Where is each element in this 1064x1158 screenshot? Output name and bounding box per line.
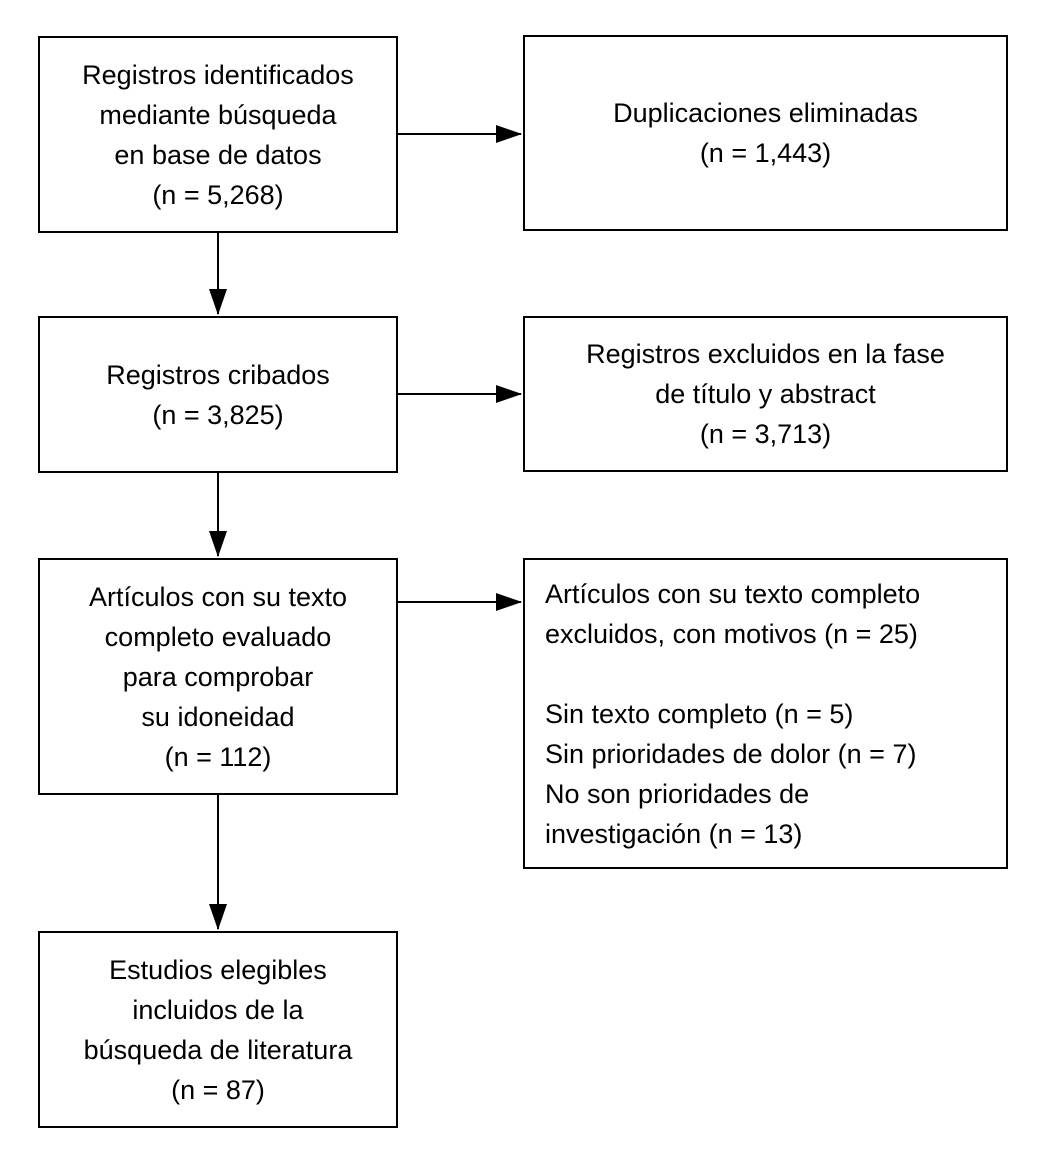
box-articulos-evaluados: Artículos con su texto completo evaluado… <box>38 558 398 795</box>
box-estudios-incluidos: Estudios elegibles incluidos de la búsqu… <box>38 931 398 1128</box>
box-registros-identificados-text: Registros identificados mediante búsqued… <box>82 59 354 210</box>
box-registros-excluidos: Registros excluidos en la fase de título… <box>523 316 1008 472</box>
box-registros-cribados: Registros cribados (n = 3,825) <box>38 316 398 473</box>
box-articulos-evaluados-text: Artículos con su texto completo evaluado… <box>88 581 348 772</box>
box-estudios-incluidos-text: Estudios elegibles incluidos de la búsqu… <box>83 954 353 1105</box>
box-duplicaciones-eliminadas-text: Duplicaciones eliminadas (n = 1,443) <box>613 98 918 168</box>
box-registros-cribados-text: Registros cribados (n = 3,825) <box>106 359 330 430</box>
box-duplicaciones-eliminadas: Duplicaciones eliminadas (n = 1,443) <box>523 35 1008 231</box>
box-registros-excluidos-text: Registros excluidos en la fase de título… <box>586 339 945 449</box>
box-registros-identificados: Registros identificados mediante búsqued… <box>38 36 398 233</box>
box-articulos-excluidos: Artículos con su texto completo excluido… <box>523 558 1008 869</box>
box-articulos-excluidos-text: Artículos con su texto completo excluido… <box>545 579 921 849</box>
